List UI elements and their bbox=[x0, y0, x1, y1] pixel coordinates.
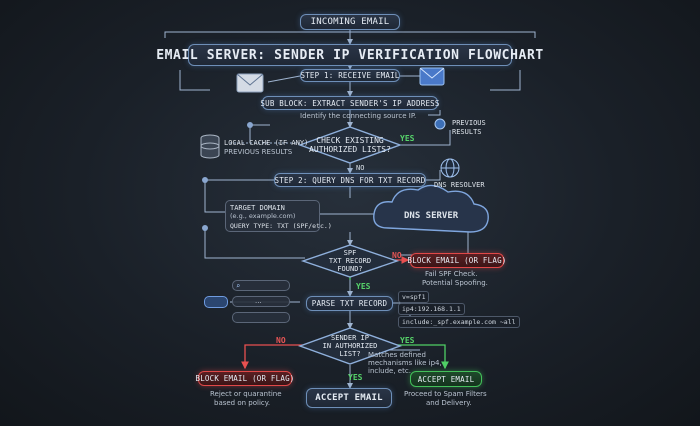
decision1-yes: YES bbox=[400, 134, 415, 143]
decision3-line1: SENDER IP bbox=[331, 334, 369, 342]
search-icon: ⌕ bbox=[236, 282, 241, 290]
spf-line-3: include:_spf.example.com ~all bbox=[398, 316, 520, 328]
dns-server-label: DNS SERVER bbox=[404, 211, 459, 221]
target-domain-label: TARGET DOMAIN bbox=[230, 204, 285, 212]
match-note-3: include, etc. bbox=[368, 367, 411, 375]
decision2-no: NO bbox=[392, 251, 402, 260]
record-panel-1: ⌕ bbox=[232, 280, 290, 291]
query-panel: TARGET DOMAIN (e.g., example.com) QUERY … bbox=[225, 200, 332, 232]
spf-line-1: v=spf1 bbox=[398, 291, 430, 303]
decision2-line2: TXT RECORD bbox=[328, 257, 372, 265]
parse-txt-record: PARSE TXT RECORD bbox=[306, 296, 393, 311]
spf-line-2: ip4:192.168.1.1 bbox=[398, 303, 465, 315]
block1-note2: Potential Spoofing. bbox=[422, 279, 488, 287]
decision1-no: NO bbox=[356, 164, 365, 172]
block-email-spf: BLOCK EMAIL (OR FLAG) bbox=[407, 253, 506, 268]
decision1-text: CHECK EXISTING AUTHORIZED LISTS? bbox=[309, 136, 391, 154]
accept-email-right: ACCEPT EMAIL bbox=[410, 371, 482, 387]
flowchart-title: EMAIL SERVER: SENDER IP VERIFICATION FLO… bbox=[156, 44, 543, 66]
globe-icon bbox=[441, 159, 459, 177]
database-icon-shape bbox=[200, 134, 220, 159]
local-cache-sub: PREVIOUS RESULTS bbox=[224, 148, 293, 156]
accept-center-yes: YES bbox=[348, 373, 363, 382]
step1-receive-email: STEP 1: RECEIVE EMAIL bbox=[300, 69, 400, 82]
dns-resolver-label: DNS RESOLVER bbox=[434, 181, 485, 189]
incoming-email-title: INCOMING EMAIL bbox=[300, 14, 400, 30]
decision-check-lists bbox=[297, 126, 403, 164]
decision-ip-authorized bbox=[297, 327, 403, 365]
cloud-shape bbox=[373, 184, 489, 233]
step2-query-dns: STEP 2: QUERY DNS FOR TXT RECORD bbox=[274, 173, 426, 187]
decision2-line1: SPF bbox=[343, 249, 357, 257]
accept-right-note1: Proceed to Spam Filters bbox=[404, 390, 487, 398]
block1-note1: Fail SPF Check. bbox=[425, 270, 478, 278]
decision3-line3: LIST? bbox=[339, 350, 361, 358]
subblock-note: Identify the connecting source IP. bbox=[300, 112, 417, 120]
accept-email-center: ACCEPT EMAIL bbox=[306, 388, 392, 408]
record-panel-3 bbox=[232, 312, 290, 323]
query-type-label: QUERY TYPE: TXT (SPF/etc.) bbox=[230, 222, 332, 230]
decision2-line3: FOUND? bbox=[337, 265, 363, 273]
decision-spf-found bbox=[300, 244, 400, 278]
decision1-line2: AUTHORIZED LISTS? bbox=[309, 145, 391, 154]
previous-results-label-1: PREVIOUS bbox=[452, 119, 486, 127]
local-cache-label: LOCAL CACHE (IF ANY) bbox=[224, 139, 309, 147]
decision3-no: NO bbox=[276, 336, 286, 345]
globe-icon-shape bbox=[440, 158, 460, 178]
match-note-1: Matches defined bbox=[368, 351, 426, 359]
record-panel-main bbox=[204, 296, 228, 308]
decision3-yes: YES bbox=[400, 336, 415, 345]
envelope-icon-right-shape bbox=[419, 67, 445, 86]
block2-note2: based on policy. bbox=[214, 399, 271, 407]
target-domain-example: (e.g., example.com) bbox=[230, 212, 296, 220]
record-panel-2: ... bbox=[232, 296, 290, 307]
decision1-line1: CHECK EXISTING bbox=[316, 136, 384, 145]
previous-results-label-2: RESULTS bbox=[452, 128, 482, 136]
decision2-yes: YES bbox=[356, 282, 371, 291]
decision2-text: SPF TXT RECORD FOUND? bbox=[329, 249, 371, 273]
decision3-line2: IN AUTHORIZED bbox=[322, 342, 378, 350]
accept-right-note2: and Delivery. bbox=[426, 399, 472, 407]
block-email-policy: BLOCK EMAIL (OR FLAG) bbox=[195, 371, 294, 386]
database-icon bbox=[200, 134, 220, 158]
decision3-text: SENDER IP IN AUTHORIZED LIST? bbox=[323, 334, 378, 358]
match-note-2: mechanisms like ip4, bbox=[368, 359, 442, 367]
envelope-icon-left-shape bbox=[236, 73, 264, 93]
subblock-extract-ip: SUB BLOCK: EXTRACT SENDER'S IP ADDRESS bbox=[260, 96, 439, 110]
record-dots: ... bbox=[255, 297, 262, 305]
block2-note1: Reject or quarantine bbox=[210, 390, 282, 398]
